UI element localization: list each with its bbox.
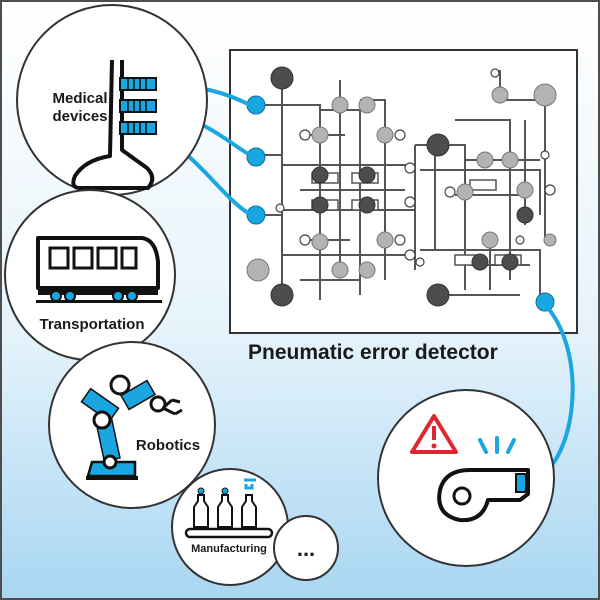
conveyor-bottles-icon [184, 478, 274, 539]
port-valves [250, 68, 556, 267]
robot-arm-icon [80, 374, 183, 480]
transportation-node: Transportation [4, 189, 176, 361]
manufacturing-label: Manufacturing [191, 543, 267, 555]
medical-devices-node: Medical devices [16, 4, 208, 196]
transportation-label: Transportation [39, 316, 144, 333]
circuit-board [229, 49, 578, 334]
more-label: ... [297, 536, 315, 561]
leg-brace-icon [71, 59, 157, 190]
alert-node [377, 389, 555, 567]
dark-valves [270, 66, 534, 307]
medical-label-line2: devices [52, 108, 107, 125]
medical-label-line1: Medical [52, 90, 107, 107]
manufacturing-node: Manufacturing [171, 468, 289, 586]
whistle-icon [437, 468, 530, 523]
sound-waves-icon [478, 436, 516, 454]
train-icon [36, 236, 162, 303]
more-node: ... [273, 515, 339, 581]
detector-title: Pneumatic error detector [248, 341, 498, 364]
blue-ports [246, 95, 555, 312]
light-valves [246, 83, 557, 282]
robotics-label: Robotics [136, 437, 200, 454]
warning-triangle-icon [410, 414, 458, 454]
robotics-node: Robotics [48, 341, 216, 509]
